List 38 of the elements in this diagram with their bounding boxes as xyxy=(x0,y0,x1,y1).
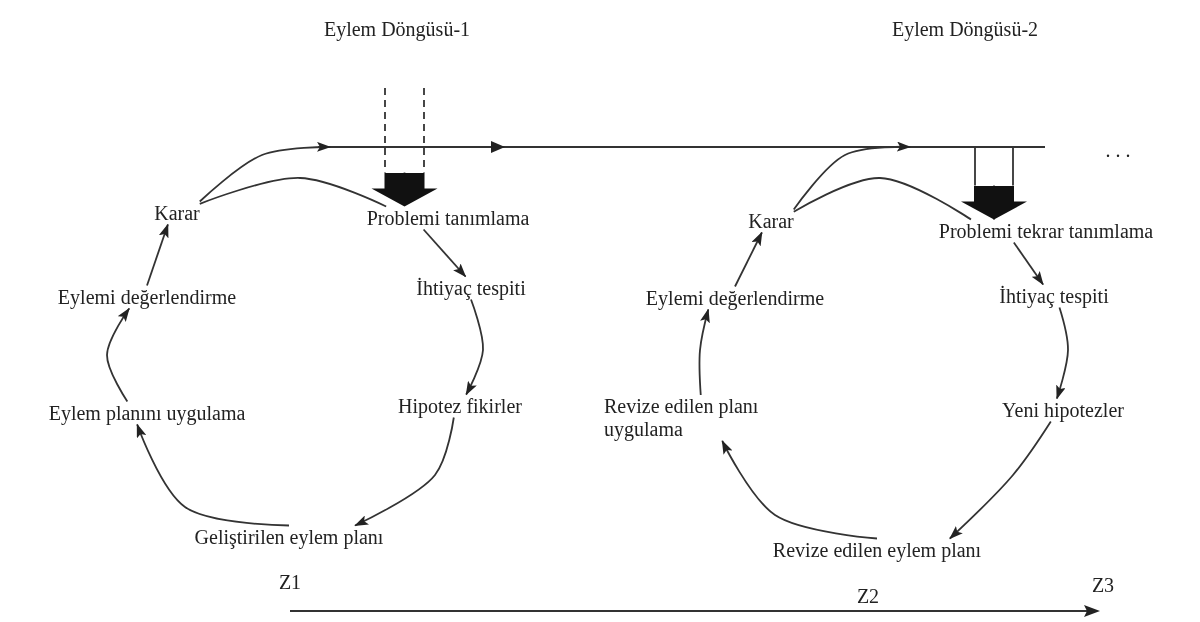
step-text: İhtiyaç tespiti xyxy=(999,284,1109,308)
step-text: Problemi tanımlama xyxy=(366,206,530,230)
arrow xyxy=(465,298,484,396)
step-text: Hipotez fikirler xyxy=(398,394,522,418)
arrow xyxy=(198,141,331,203)
cycle-title: Eylem Döngüsü-1 xyxy=(323,17,471,41)
arrow xyxy=(698,308,710,396)
connector-line xyxy=(792,177,972,221)
arrow xyxy=(734,231,763,288)
arrow xyxy=(146,223,169,287)
block-arrow xyxy=(961,146,1027,221)
arrow xyxy=(106,307,131,403)
step-text: Karar xyxy=(748,209,794,233)
ellipsis: . . . xyxy=(1105,138,1131,162)
arrow xyxy=(792,141,911,211)
step-text: Eylem planını uygulama xyxy=(48,401,246,425)
connector-line xyxy=(198,177,388,208)
time-label: Z1 xyxy=(278,570,302,594)
step-text: İhtiyaç tespiti xyxy=(416,276,526,300)
step-text: Karar xyxy=(154,201,200,225)
step-text: Revize edilen eylem planı xyxy=(772,538,982,562)
step-text: Eylemi değerlendirme xyxy=(57,285,237,309)
time-label: Z3 xyxy=(1091,573,1115,597)
arrow xyxy=(354,416,455,527)
arrow xyxy=(1012,241,1044,286)
step-text: Revize edilen planı uygulama xyxy=(604,395,819,441)
step-text: Eylemi değerlendirme xyxy=(645,286,825,310)
step-text: Yeni hipotezler xyxy=(1002,398,1124,422)
time-label: Z2 xyxy=(856,584,880,608)
arrow xyxy=(136,423,290,527)
step-text: Problemi tekrar tanımlama xyxy=(938,219,1154,243)
arrow xyxy=(422,228,467,278)
step-text: Geliştirilen eylem planı xyxy=(194,525,384,549)
block-arrow xyxy=(371,87,438,208)
cycle-title: Eylem Döngüsü-2 xyxy=(891,17,1039,41)
arrow xyxy=(949,420,1052,540)
arrow xyxy=(1056,306,1069,400)
arrow xyxy=(721,440,878,540)
